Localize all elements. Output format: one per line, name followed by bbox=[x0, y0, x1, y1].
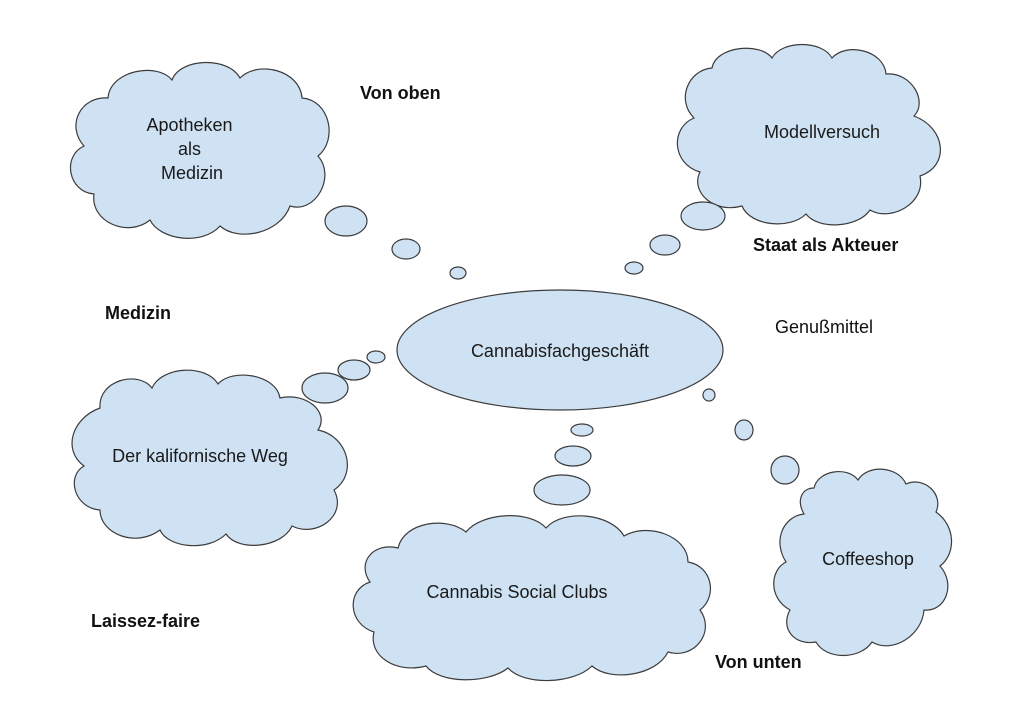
center-node-label: Cannabisfachgeschäft bbox=[471, 341, 649, 361]
label-medizin: Medizin bbox=[105, 303, 171, 323]
trail-bubble bbox=[554, 445, 592, 467]
cloud-modellversuch-label: Modellversuch bbox=[764, 122, 880, 142]
label-laissez-faire: Laissez-faire bbox=[91, 611, 200, 631]
cloud-coffeeshop-label: Coffeeshop bbox=[822, 549, 914, 569]
cloud-apotheken-label: Apotheken als Medizin bbox=[146, 115, 237, 183]
cloud-social-clubs[interactable]: Cannabis Social Clubs bbox=[352, 515, 711, 682]
cloud-kalifornisch-label: Der kalifornische Weg bbox=[112, 446, 288, 466]
cloud-apotheken-line-3: Medizin bbox=[161, 163, 223, 183]
trail-bubble bbox=[702, 388, 716, 402]
trail-social-clubs bbox=[533, 423, 594, 506]
trail-bubble bbox=[301, 372, 349, 404]
label-von-oben: Von oben bbox=[360, 83, 441, 103]
trail-bubble bbox=[680, 201, 726, 231]
cloud-apotheken[interactable]: Apotheken als Medizin bbox=[69, 61, 330, 239]
label-staat-als-akteuer: Staat als Akteuer bbox=[753, 235, 898, 255]
center-node[interactable]: Cannabisfachgeschäft bbox=[396, 289, 724, 411]
cloud-apotheken-line-1: Apotheken bbox=[146, 115, 232, 135]
cloud-kalifornisch-shape bbox=[71, 369, 348, 547]
cloud-apotheken-shape bbox=[69, 61, 330, 239]
trail-modellversuch bbox=[624, 201, 726, 275]
cloud-social-clubs-label: Cannabis Social Clubs bbox=[426, 582, 607, 602]
trail-bubble bbox=[624, 261, 644, 275]
trail-bubble bbox=[770, 455, 800, 485]
trail-kalifornisch bbox=[301, 350, 386, 404]
trail-bubble bbox=[324, 205, 368, 237]
cloud-kalifornisch[interactable]: Der kalifornische Weg bbox=[71, 369, 348, 547]
label-genussmittel: Genußmittel bbox=[775, 317, 873, 337]
trail-coffeeshop bbox=[702, 388, 800, 485]
trail-apotheken bbox=[324, 205, 467, 280]
cloud-modellversuch[interactable]: Modellversuch bbox=[676, 43, 941, 226]
center-node-shape bbox=[396, 289, 724, 411]
trail-bubble bbox=[337, 359, 371, 381]
trail-bubble bbox=[366, 350, 386, 364]
cloud-social-clubs-shape bbox=[352, 515, 711, 682]
cloud-coffeeshop[interactable]: Coffeeshop bbox=[773, 468, 953, 656]
trail-bubble bbox=[449, 266, 467, 280]
cloud-modellversuch-shape bbox=[676, 43, 941, 226]
trail-bubble bbox=[734, 419, 754, 441]
cloud-apotheken-line-2: als bbox=[178, 139, 201, 159]
trail-bubble bbox=[570, 423, 594, 437]
trail-bubble bbox=[391, 238, 421, 260]
label-von-unten: Von unten bbox=[715, 652, 802, 672]
trail-bubble bbox=[649, 234, 681, 256]
trail-bubble bbox=[533, 474, 591, 506]
cloud-coffeeshop-shape bbox=[773, 468, 953, 656]
